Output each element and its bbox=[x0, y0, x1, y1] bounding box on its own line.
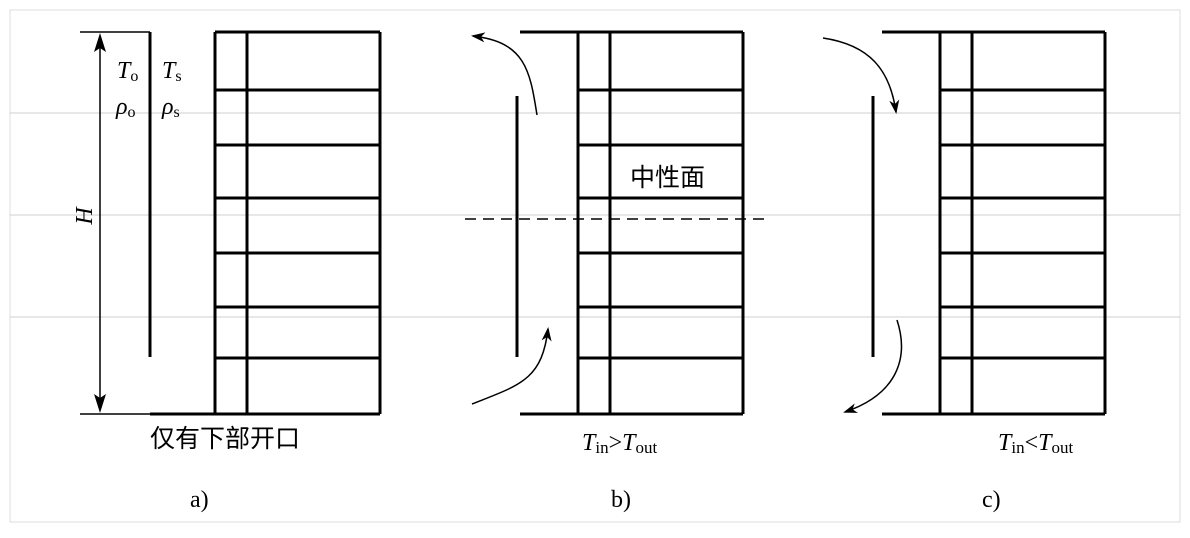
airflow-in-top-arrow bbox=[822, 37, 900, 114]
building-b bbox=[520, 30, 745, 416]
height-label: H bbox=[72, 206, 98, 226]
height-dimension bbox=[80, 31, 150, 415]
panel-b: 中性面 Tin>Tout b) bbox=[465, 30, 765, 513]
panel-letter-b: b) bbox=[611, 487, 631, 513]
building-a bbox=[150, 30, 382, 416]
condition-b: Tin>Tout bbox=[582, 430, 658, 457]
panel-c: Tin<Tout c) bbox=[822, 30, 1107, 513]
building-c bbox=[882, 30, 1107, 416]
airflow-out-bottom-arrow bbox=[843, 319, 903, 413]
caption-a: 仅有下部开口 bbox=[150, 424, 300, 453]
outside-temperature-label: To bbox=[117, 58, 138, 85]
airflow-in-bottom-arrow bbox=[471, 327, 552, 405]
neutral-plane-label: 中性面 bbox=[630, 163, 705, 192]
shaft-density-label: ρs bbox=[161, 94, 180, 121]
panel-letter-a: a) bbox=[190, 487, 209, 513]
background-frame bbox=[9, 9, 1181, 523]
airflow-out-top-arrow bbox=[471, 32, 538, 116]
shaft-temperature-label: Ts bbox=[162, 58, 182, 85]
panel-letter-c: c) bbox=[982, 487, 1001, 513]
panel-a: H To Ts ρo ρs 仅有下部开口 a) bbox=[72, 30, 382, 513]
condition-c: Tin<Tout bbox=[998, 430, 1074, 457]
outside-density-label: ρo bbox=[115, 94, 136, 121]
